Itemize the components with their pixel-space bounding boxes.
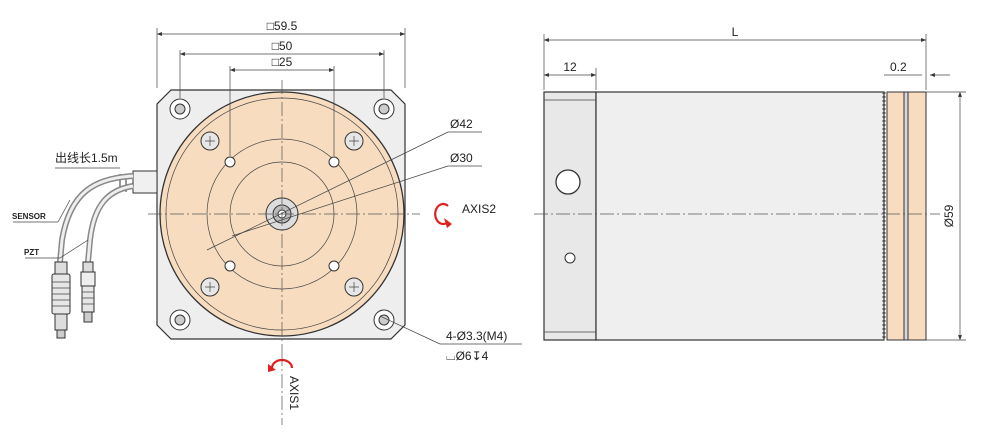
dim-gap-label: 0.2	[890, 60, 907, 74]
connector-sensor	[51, 261, 71, 339]
axis2-indicator: AXIS2	[434, 202, 496, 228]
side-body	[595, 91, 885, 341]
dim-square-mid: □50	[272, 39, 293, 53]
side-rotor-plate-1	[886, 91, 905, 341]
sensor-label: SENSOR	[12, 212, 46, 221]
cables: 出线长1.5m SENSOR PZT	[12, 151, 134, 339]
dim-flange-label: 12	[563, 60, 577, 74]
inner-holes	[224, 156, 340, 272]
side-rotor-plate-3	[907, 91, 927, 341]
connector-pzt	[80, 261, 96, 323]
face-screws	[200, 131, 364, 297]
axis1-label: AXIS1	[287, 376, 301, 410]
dim-length-label: L	[732, 25, 739, 39]
cable-gland	[132, 170, 158, 194]
diameter-leaders: Ø42 Ø30	[206, 117, 482, 251]
dim-dia42: Ø42	[450, 117, 473, 131]
dim-gap: 0.2	[884, 60, 950, 77]
dim-length: L	[543, 25, 927, 90]
cable-length-label: 出线长1.5m	[55, 151, 118, 165]
front-view: □59.5 □50 □25 Ø42 Ø30 4-Ø3.3(M4) ⌴Ø6↧4	[132, 19, 522, 425]
side-port-large	[555, 169, 581, 195]
axis1-indicator: AXIS1	[268, 352, 301, 425]
dim-dia59: Ø59	[926, 91, 966, 341]
hole-spec: 4-Ø3.3(M4) ⌴Ø6↧4	[379, 315, 522, 363]
dim-square-inner: □25	[272, 55, 293, 69]
side-port-small	[564, 252, 576, 264]
dim-flange: 12	[544, 60, 597, 90]
rotation-arrow-icon	[434, 202, 449, 226]
axis2-label: AXIS2	[462, 202, 496, 216]
side-view: L 12 0.2 Ø59	[534, 25, 966, 341]
dim-holes-spec: 4-Ø3.3(M4)	[446, 329, 507, 343]
pzt-label: PZT	[24, 248, 39, 257]
dim-square-outer: □59.5	[267, 19, 298, 33]
square-dimensions: □59.5 □50 □25	[156, 19, 406, 156]
dim-dia30: Ø30	[450, 151, 473, 165]
dim-counterbore-spec: ⌴Ø6↧4	[446, 349, 489, 363]
side-flange	[543, 91, 597, 341]
corner-holes	[169, 98, 395, 331]
side-rotor-plate-2	[903, 91, 909, 341]
dim-dia59-label: Ø59	[942, 204, 956, 227]
